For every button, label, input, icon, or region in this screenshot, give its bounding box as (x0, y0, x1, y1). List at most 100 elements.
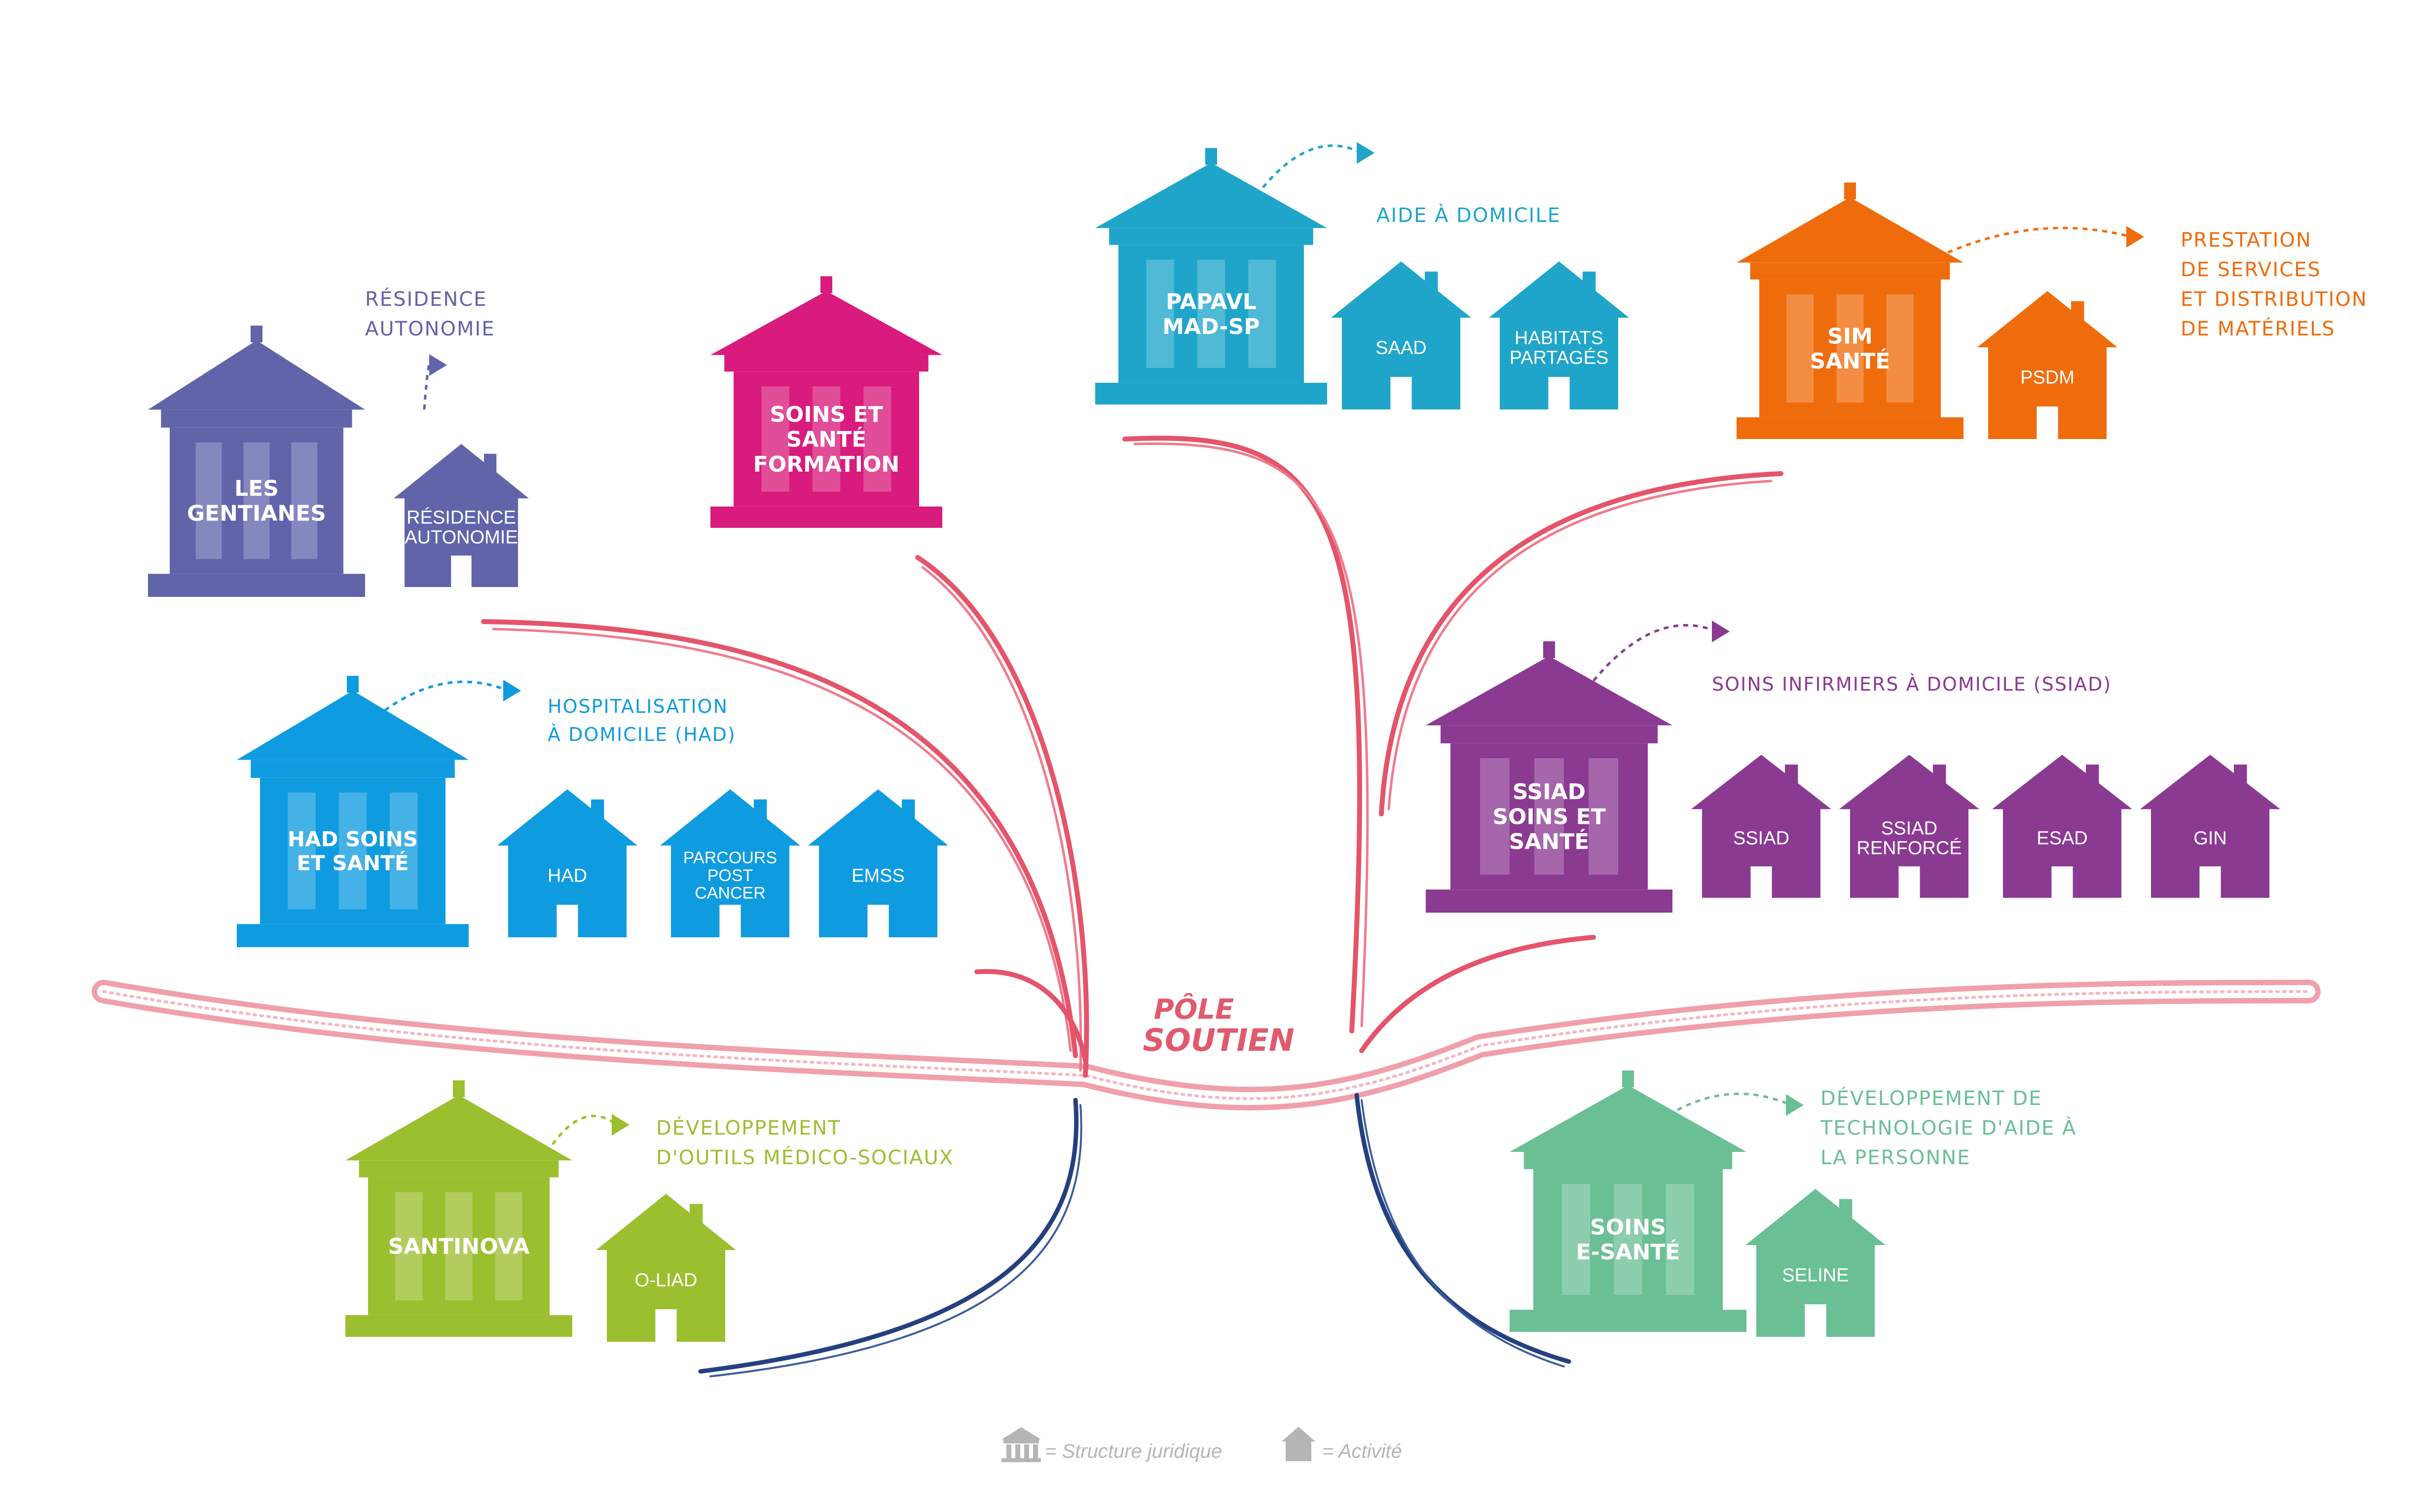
activity-roof (1977, 291, 2117, 347)
building-column (195, 442, 222, 559)
legend-activite-label: = Activité (1322, 1440, 1402, 1462)
center-label-line2: SOUTIEN (1143, 1022, 1294, 1058)
activity-chimney (1933, 764, 1946, 795)
activity-roof (1839, 755, 1979, 810)
activity-door (1390, 377, 1412, 409)
activity-house: EMSS (808, 789, 948, 937)
note-label: À DOMICILE (HAD) (548, 724, 736, 745)
building-roof (1510, 1085, 1746, 1152)
note-ssiad: SOINS INFIRMIERS À DOMICILE (SSIAD) (1593, 621, 2111, 695)
activity-roof (1992, 755, 2132, 810)
note-label: PRESTATION (2181, 229, 2312, 252)
activity-roof (808, 789, 948, 846)
activity-label: RENFORCÉ (1856, 837, 1962, 858)
note-arrow (1593, 624, 1717, 682)
activity-door (2199, 866, 2221, 898)
building-spire (1543, 641, 1555, 658)
pencil-icon (1712, 621, 1730, 642)
building-base (148, 574, 365, 597)
activity-chimney (2086, 764, 2099, 795)
activity-house: SELINE (1745, 1189, 1886, 1337)
activity-house: HAD (497, 789, 637, 937)
note-santinova: DÉVELOPPEMENT D'OUTILS MÉDICO-SOCIAUX (551, 1114, 954, 1169)
building-roof (148, 340, 365, 410)
building-entablature (161, 409, 352, 428)
building-entablature (1441, 725, 1658, 743)
building-entablature (724, 355, 928, 372)
center-label-line1: PÔLE (1154, 994, 1234, 1026)
legend-structure-icon (1001, 1427, 1041, 1462)
building-label: SANTÉ (786, 426, 867, 452)
note-label: LA PERSONNE (1820, 1146, 1970, 1169)
building-roof (1737, 197, 1964, 263)
building-column (243, 442, 270, 559)
activity-roof (394, 444, 529, 499)
note-arrow (423, 357, 436, 410)
building-spire (820, 276, 832, 293)
building-column (1480, 758, 1510, 875)
note-label: DE SERVICES (2181, 258, 2321, 281)
building-roof (237, 691, 469, 760)
building-label: SANTINOVA (388, 1234, 529, 1259)
building-column (338, 792, 367, 910)
activity-door (1805, 1304, 1826, 1337)
activity-roof (660, 789, 800, 846)
activity-label: SSIAD (1733, 828, 1789, 849)
building-roof (710, 291, 942, 355)
building-column (761, 386, 789, 492)
building-spire (251, 326, 262, 342)
building-column (1786, 294, 1814, 403)
lower-branches (698, 1093, 1571, 1377)
building-base (710, 506, 942, 528)
legend-structure-label: = Structure juridique (1045, 1440, 1222, 1462)
building-base (1510, 1310, 1746, 1332)
activity-label: PARTAGÉS (1510, 347, 1609, 368)
note-label: AUTONOMIE (365, 318, 495, 340)
activity-label: PARCOURS (683, 848, 777, 867)
note-label: D'OUTILS MÉDICO-SOCIAUX (656, 1145, 954, 1169)
building-column (1197, 259, 1225, 368)
building-column (863, 386, 891, 492)
activity-door (451, 555, 472, 587)
building-spire (1622, 1070, 1634, 1087)
activity-roof (1745, 1189, 1886, 1245)
building-entablature (251, 760, 455, 778)
building-label: HAD SOINS (288, 827, 418, 851)
activity-roof (497, 789, 637, 846)
activity-roof (2140, 755, 2280, 810)
building-spire (1844, 183, 1856, 199)
building-column (1534, 758, 1564, 875)
activity-door (556, 905, 578, 937)
activity-house: GIN (2140, 755, 2280, 898)
activity-label: PSDM (2020, 367, 2075, 388)
pencil-icon (503, 680, 521, 701)
building-entablature (1523, 1152, 1733, 1169)
building-base (345, 1315, 572, 1337)
building-label: SOINS ET (1492, 804, 1605, 829)
note-label: HOSPITALISATION (548, 696, 728, 717)
activity-roof (1691, 755, 1831, 810)
activity-chimney (2071, 301, 2084, 332)
note-label: DÉVELOPPEMENT (656, 1116, 841, 1140)
activity-label: SSIAD (1881, 818, 1937, 839)
building-column (1614, 1184, 1642, 1295)
building-label: ET SANTÉ (296, 850, 408, 875)
activity-chimney (754, 799, 767, 831)
note-label: AIDE À DOMICILE (1376, 203, 1561, 227)
building-spire (453, 1080, 465, 1097)
activity-label: ESAD (2037, 828, 2087, 849)
activity-label: SAAD (1375, 337, 1426, 358)
activity-label: RÉSIDENCE (407, 507, 516, 528)
activity-door (2037, 406, 2058, 439)
building-base (1426, 889, 1672, 913)
building-spire (347, 676, 359, 693)
activity-house: ESAD (1992, 755, 2132, 898)
building-label: E-SANTÉ (1576, 1239, 1680, 1265)
